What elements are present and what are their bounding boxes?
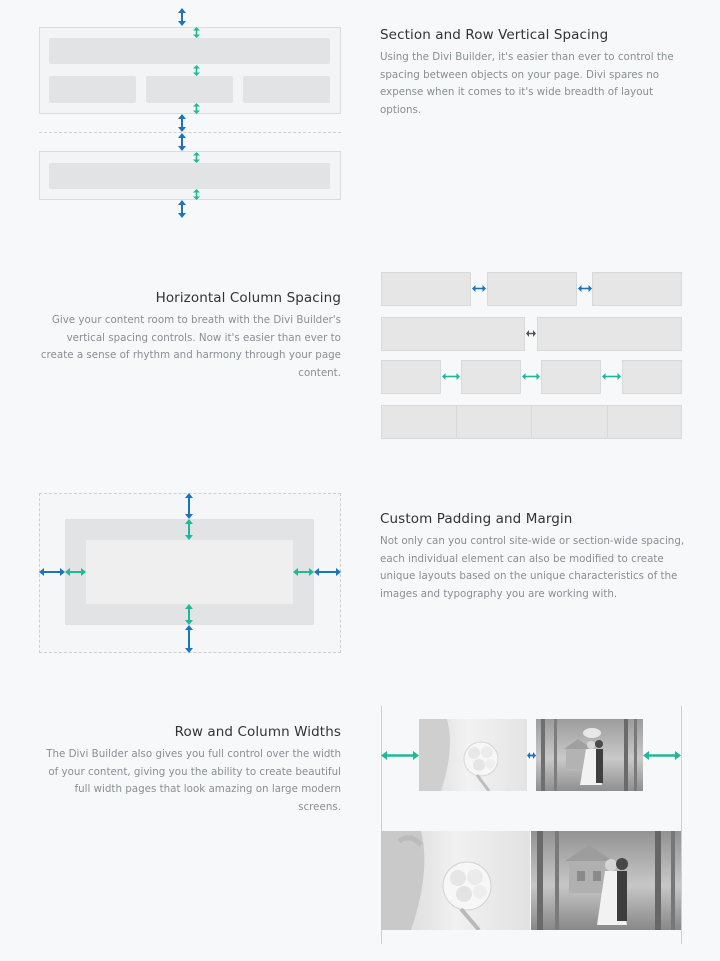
section-title: Horizontal Column Spacing [155,290,341,306]
couple-photo [536,719,643,791]
bouquet-photo [419,719,527,791]
section-description: Not only can you control site-wide or se… [380,535,685,600]
column-block [146,76,233,103]
column-block [243,76,330,103]
couple-photo-large [531,831,681,930]
full-row-block [49,38,330,64]
horizontal-double-arrow-icon [526,330,536,337]
horizontal-double-arrow-icon [314,568,341,576]
page-edge-left [381,706,382,944]
horizontal-double-arrow-icon [578,285,592,292]
column-block [456,405,532,439]
horizontal-double-arrow-icon [65,568,86,576]
column-block [592,272,682,306]
column-block [461,360,521,394]
column-block [487,272,577,306]
vertical-double-arrow-icon [185,519,193,540]
column-block [381,272,471,306]
horizontal-double-arrow-icon [602,373,621,380]
section-description: Using the Divi Builder, it's easier than… [380,51,674,116]
vertical-double-arrow-icon [193,27,200,38]
column-block [537,317,682,351]
section-title: Row and Column Widths [174,724,341,740]
vertical-double-arrow-icon [178,8,186,26]
section-description: Give your content room to breath with th… [40,314,341,379]
horizontal-double-arrow-icon [522,373,540,380]
section-divider [39,132,341,133]
section-title: Custom Padding and Margin [380,511,573,527]
column-block [381,317,525,351]
horizontal-double-arrow-icon [472,285,486,292]
vertical-double-arrow-icon [193,103,200,114]
section-description: The Divi Builder also gives you full con… [46,748,341,813]
vertical-double-arrow-icon [185,493,193,519]
horizontal-double-arrow-icon [527,752,536,759]
bouquet-photo-large [381,831,530,930]
horizontal-double-arrow-icon [39,568,65,576]
horizontal-double-arrow-icon [381,751,419,760]
column-block [531,405,608,439]
horizontal-double-arrow-icon [643,751,681,760]
column-block [607,405,682,439]
vertical-double-arrow-icon [185,604,193,625]
column-block [541,360,601,394]
vertical-double-arrow-icon [193,65,200,76]
column-block [381,360,441,394]
horizontal-double-arrow-icon [293,568,314,576]
vertical-double-arrow-icon [193,189,200,200]
horizontal-double-arrow-icon [442,373,460,380]
page-edge-right [681,706,682,944]
column-block [622,360,682,394]
content-area [86,540,293,604]
vertical-double-arrow-icon [185,625,193,653]
vertical-double-arrow-icon [178,114,186,132]
vertical-double-arrow-icon [178,200,186,218]
vertical-double-arrow-icon [178,133,186,151]
section-title: Section and Row Vertical Spacing [380,27,609,43]
column-block [49,76,136,103]
vertical-double-arrow-icon [193,152,200,163]
full-row-block [49,163,330,189]
column-block [381,405,457,439]
